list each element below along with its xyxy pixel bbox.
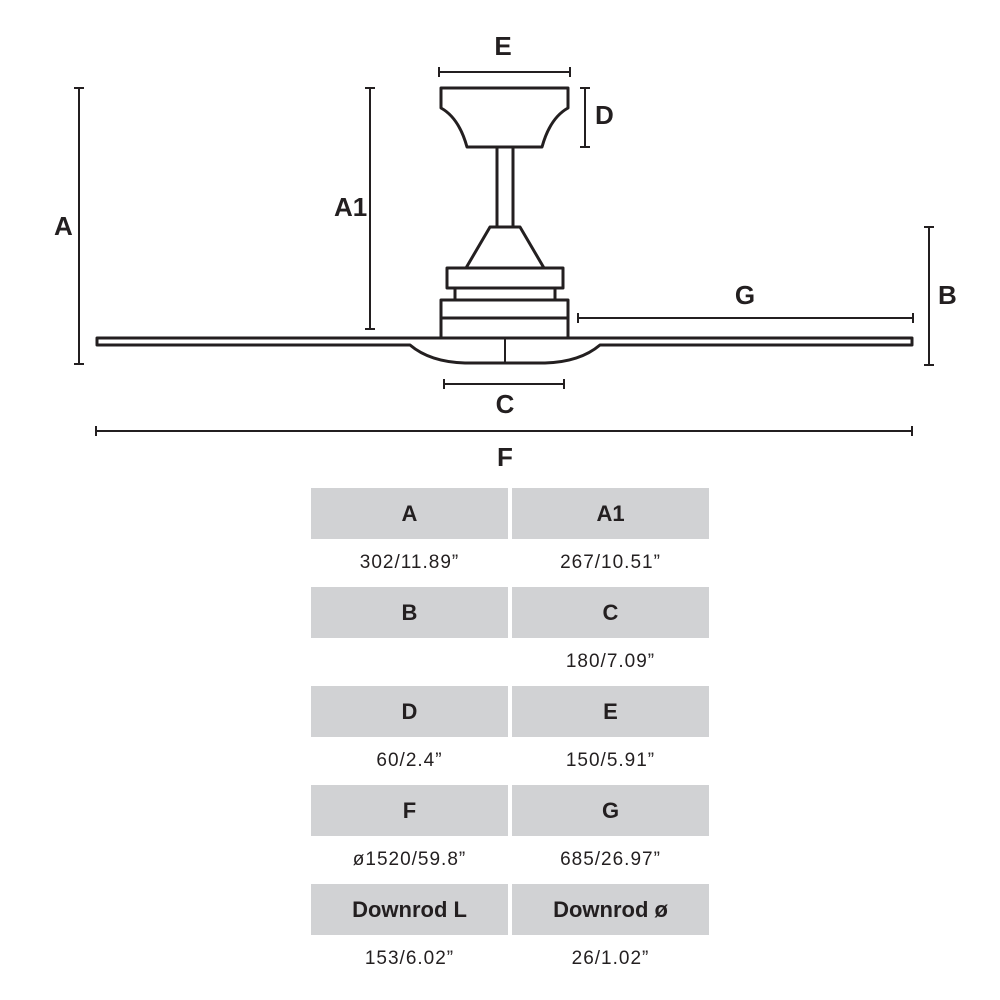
table-value-row: 153/6.02” 26/1.02” bbox=[311, 935, 709, 983]
table-header-cell: E bbox=[512, 686, 709, 737]
table-header-cell: A bbox=[311, 488, 508, 539]
table-header-row: F G bbox=[311, 785, 709, 836]
fan-coupler bbox=[464, 225, 546, 270]
table-header-row: Downrod L Downrod ø bbox=[311, 884, 709, 935]
table-value-cell: 302/11.89” bbox=[311, 539, 508, 587]
table-value-cell: 26/1.02” bbox=[512, 935, 709, 983]
fan-canopy bbox=[439, 86, 570, 149]
label-f: F bbox=[497, 442, 513, 472]
table-header-cell: A1 bbox=[512, 488, 709, 539]
fan-dimension-diagram: E D A A1 G B C F bbox=[54, 31, 957, 472]
table-header-cell: C bbox=[512, 587, 709, 638]
table-value-cell: ø1520/59.8” bbox=[311, 836, 508, 884]
label-d: D bbox=[595, 100, 614, 130]
fan-motor-middle bbox=[453, 286, 557, 302]
label-b: B bbox=[938, 280, 957, 310]
dimension-lines bbox=[74, 67, 934, 436]
label-e: E bbox=[494, 31, 511, 61]
fan-motor-base bbox=[439, 316, 570, 340]
label-c: C bbox=[496, 389, 515, 419]
table-header-row: B C bbox=[311, 587, 709, 638]
table-value-cell: 180/7.09” bbox=[512, 638, 709, 686]
table-value-row: 180/7.09” bbox=[311, 638, 709, 686]
table-value-cell: 267/10.51” bbox=[512, 539, 709, 587]
label-a1: A1 bbox=[334, 192, 367, 222]
label-a: A bbox=[54, 211, 73, 241]
table-value-row: ø1520/59.8” 685/26.97” bbox=[311, 836, 709, 884]
ceiling-fan-drawing bbox=[95, 86, 914, 365]
table-value-cell: 60/2.4” bbox=[311, 737, 508, 785]
table-header-row: D E bbox=[311, 686, 709, 737]
table-value-row: 60/2.4” 150/5.91” bbox=[311, 737, 709, 785]
label-g: G bbox=[735, 280, 755, 310]
dimensions-table: A A1 302/11.89” 267/10.51” B C 180/7.09”… bbox=[311, 488, 709, 983]
table-value-cell: 150/5.91” bbox=[512, 737, 709, 785]
table-value-cell: 685/26.97” bbox=[512, 836, 709, 884]
table-header-cell: D bbox=[311, 686, 508, 737]
fan-downrod bbox=[495, 145, 515, 229]
fan-motor-top bbox=[445, 266, 565, 290]
table-header-row: A A1 bbox=[311, 488, 709, 539]
table-header-cell: B bbox=[311, 587, 508, 638]
table-value-cell: 153/6.02” bbox=[311, 935, 508, 983]
table-value-cell bbox=[311, 638, 508, 686]
table-header-cell: Downrod L bbox=[311, 884, 508, 935]
table-value-row: 302/11.89” 267/10.51” bbox=[311, 539, 709, 587]
table-header-cell: F bbox=[311, 785, 508, 836]
table-header-cell: G bbox=[512, 785, 709, 836]
table-header-cell: Downrod ø bbox=[512, 884, 709, 935]
fan-motor-lower bbox=[439, 298, 570, 320]
